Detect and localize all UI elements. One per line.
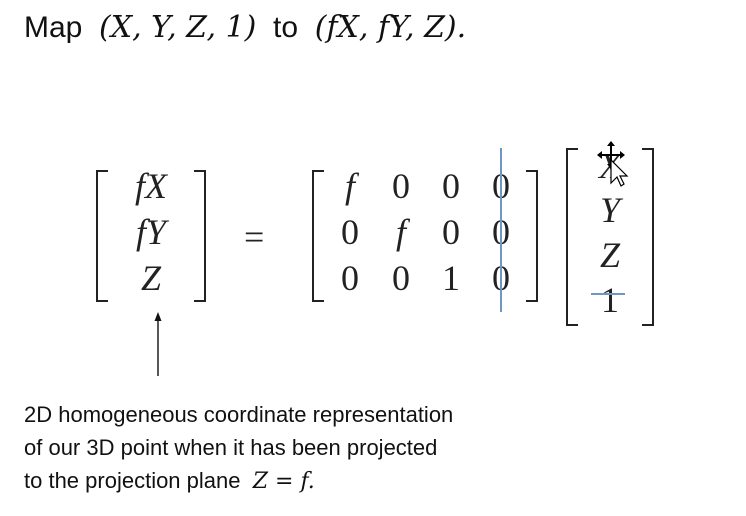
lhs-entry-2: fY <box>135 212 167 252</box>
matrix-right-bracket <box>526 170 538 302</box>
caption: 2D homogeneous coordinate representation… <box>24 398 544 498</box>
lhs-left-bracket <box>96 170 108 302</box>
title-prefix: Map <box>24 11 83 44</box>
rhs-left-bracket <box>566 148 578 326</box>
rhs-entry-2: Y <box>599 190 621 230</box>
lhs-entry-1: fX <box>135 166 167 206</box>
rhs-entry-4: 1 <box>601 280 619 320</box>
slide-title: Map (X, Y, Z, 1) to (fX, fY, Z). <box>24 8 466 48</box>
matrix-cell-1-2: 0 <box>392 166 410 206</box>
matrix-cell-1-3: 0 <box>442 166 460 206</box>
caption-line-2: of our 3D point when it has been project… <box>24 435 438 460</box>
arrow-up-icon <box>154 312 162 376</box>
matrix-cell-3-3: 1 <box>442 258 460 298</box>
rhs-right-bracket <box>642 148 654 326</box>
title-from-math: (X, Y, Z, 1) <box>99 10 257 45</box>
matrix-cell-1-1: f <box>344 166 355 206</box>
title-to-math: (fX, fY, Z). <box>314 10 467 45</box>
matrix-cell-3-1: 0 <box>341 258 359 298</box>
caption-line-3-text: to the projection plane <box>24 468 241 493</box>
matrix-cell-2-3: 0 <box>442 212 460 252</box>
rhs-entry-3: Z <box>599 235 621 275</box>
move-cursor-icon <box>597 141 629 187</box>
title-mid: to <box>273 11 299 44</box>
caption-line-3: to the projection plane Z = f. <box>24 464 544 498</box>
matrix-cell-2-2: f <box>395 212 406 252</box>
matrix-left-bracket <box>312 170 324 302</box>
matrix-cell-3-2: 0 <box>392 258 410 298</box>
caption-line-1: 2D homogeneous coordinate representation <box>24 402 454 427</box>
lhs-right-bracket <box>194 170 206 302</box>
matrix-cell-2-1: 0 <box>341 212 359 252</box>
equals-sign: = <box>244 217 265 257</box>
caption-line-3-math: Z = f. <box>252 469 315 494</box>
lhs-entry-3: Z <box>140 258 162 298</box>
